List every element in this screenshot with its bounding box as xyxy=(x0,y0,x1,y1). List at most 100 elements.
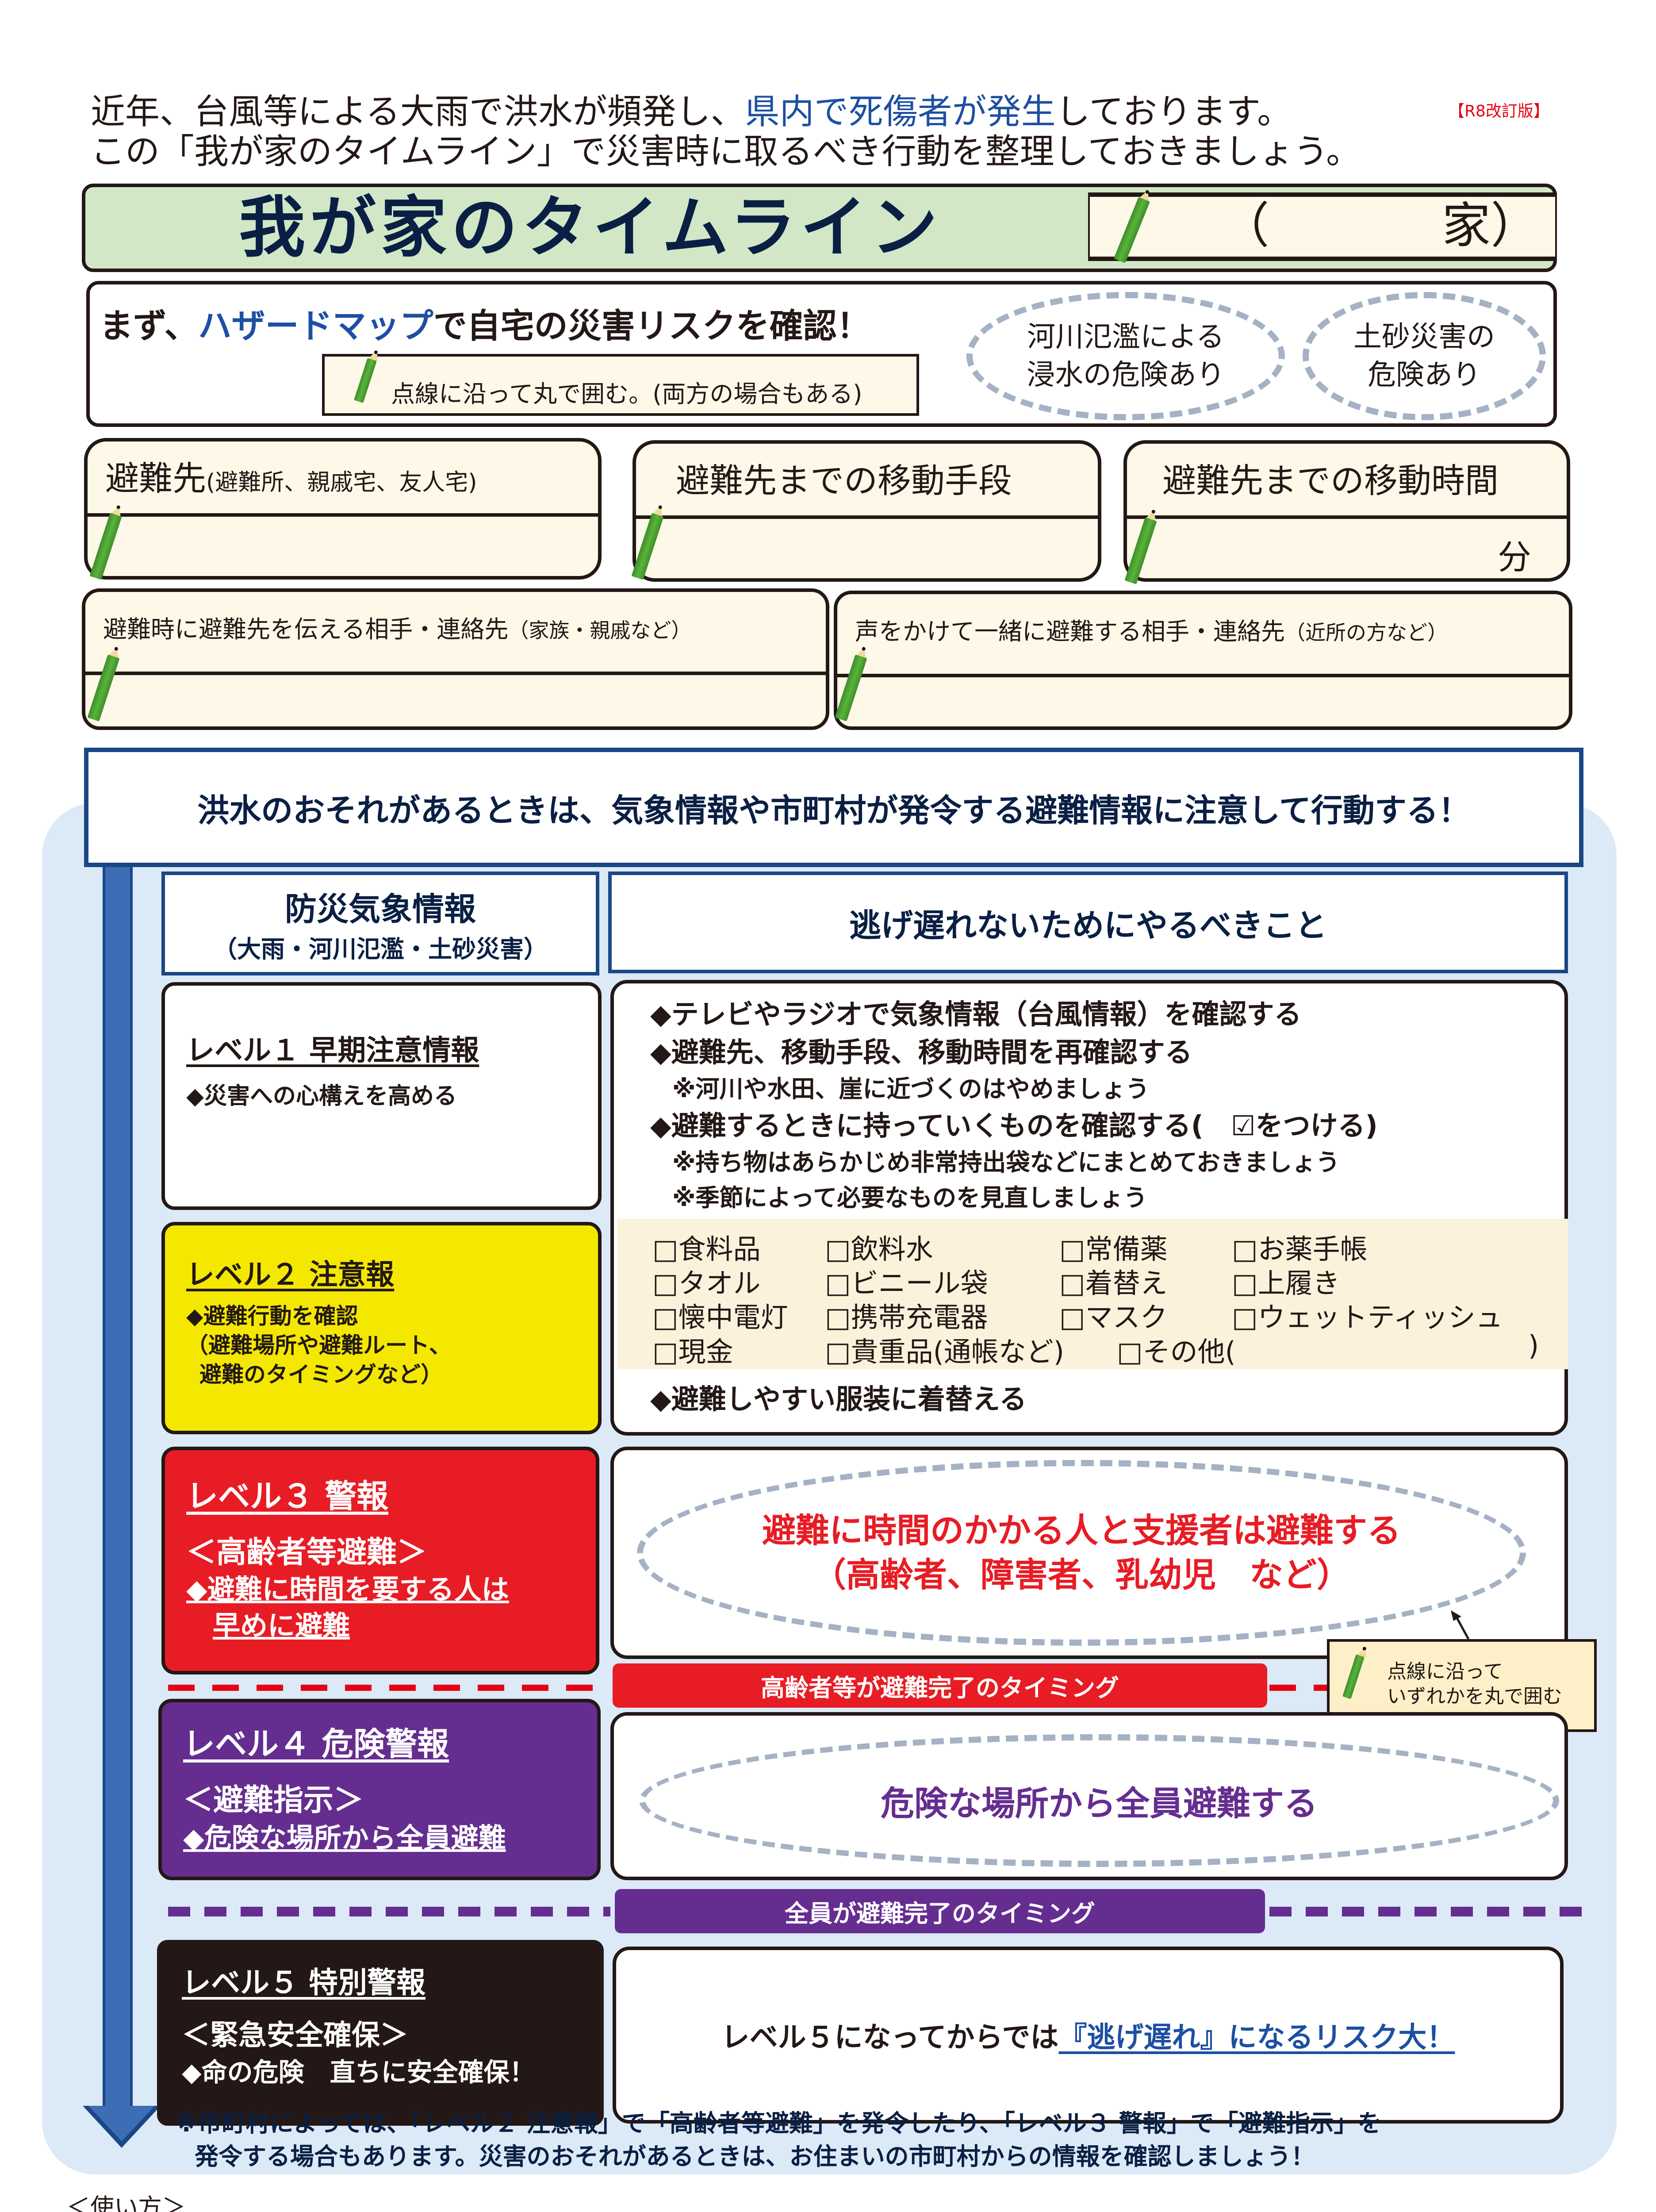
family-paren-open: （ xyxy=(1221,197,1269,254)
checklist-item[interactable]: □飲料水 xyxy=(825,1233,933,1265)
level-2-card: レベル２ 注意報 ◆避難行動を確認 （避難場所や避難ルート、 避難のタイミングな… xyxy=(161,1222,602,1434)
hazard-option-landslide[interactable]: 土砂災害の危険あり xyxy=(1303,292,1546,420)
checklist-item[interactable]: □上履き xyxy=(1232,1267,1340,1299)
checklist-item[interactable]: □携帯充電器 xyxy=(825,1301,988,1333)
callout-text: いずれかを丸で囲む xyxy=(1387,1685,1562,1708)
timeline-arrow-shaft xyxy=(103,867,133,2115)
level-title: レベル３ 警報 xyxy=(186,1478,389,1515)
level-body: 早めに避難 xyxy=(213,1609,350,1642)
level-3-action-option[interactable]: 避難に時間のかかる人と支援者は避難する （高齢者、障害者、乳幼児 など） xyxy=(637,1460,1526,1646)
action-item: ◆避難しやすい服装に着替える xyxy=(650,1383,1027,1415)
card-label: 避難時に避難先を伝える相手・連絡先 xyxy=(103,615,509,643)
column-title: 逃げ遅れないためにやるべきこと xyxy=(849,906,1327,944)
level-body: （避難場所や避難ルート、 xyxy=(186,1333,451,1358)
intro-line-1: 近年、台風等による大雨で洪水が頻発し、県内で死傷者が発生しております。 xyxy=(91,91,1292,133)
family-suffix: 家） xyxy=(1442,197,1539,254)
arrow-down-icon-inner xyxy=(88,2106,155,2141)
card-sublabel: （近所の方など） xyxy=(1285,621,1448,645)
option-text: 河川氾濫による xyxy=(1027,321,1225,353)
hazard-title: まず、ハザードマップで自宅の災害リスクを確認！ xyxy=(100,299,870,347)
card-label: 避難先までの移動手段 xyxy=(676,461,1012,500)
footnote-line: 発令する場合もあります。災害のおそれがあるときは、お住まいの市町村からの情報を確… xyxy=(195,2143,1315,2170)
card-header: 声をかけて一緒に避難する相手・連絡先（近所の方など） xyxy=(837,594,1569,677)
level-body: ◆災害への心構えを高める xyxy=(186,1083,457,1110)
card-evac-transport[interactable]: 避難先までの移動手段 xyxy=(632,440,1101,582)
level-body: ◆避難に時間を要する人は xyxy=(186,1573,509,1605)
timing-label-everyone: 全員が避難完了のタイミング xyxy=(615,1889,1265,1933)
hazard-map-highlight: ハザードマップ xyxy=(198,306,433,346)
card-header: 避難先までの移動時間 xyxy=(1127,444,1567,519)
level-body: 避難のタイミングなど） xyxy=(199,1362,443,1387)
level-subtitle: ＜避難指示＞ xyxy=(183,1783,364,1818)
intro-line-2: この「我が家のタイムライン」で災害時に取るべき行動を整理しておきましょう。 xyxy=(91,132,1361,172)
callout-text: 点線に沿って xyxy=(1387,1660,1503,1683)
card-header: 避難先までの移動手段 xyxy=(636,444,1098,519)
checklist-item[interactable]: □タオル xyxy=(652,1267,761,1299)
checklist-item[interactable]: □貴重品(通帳など) xyxy=(825,1336,1064,1368)
checklist-paren-close: ) xyxy=(1528,1329,1539,1362)
column-header-weather-info: 防災気象情報 （大雨・河川氾濫・土砂災害） xyxy=(161,872,599,975)
option-text: 浸水の危険あり xyxy=(1027,359,1225,392)
level-4-action-option[interactable]: 危険な場所から全員避難する xyxy=(639,1734,1559,1867)
column-header-actions: 逃げ遅れないためにやるべきこと xyxy=(608,872,1568,973)
level-body: ◆危険な場所から全員避難 xyxy=(183,1822,506,1854)
level-title: レベル２ 注意報 xyxy=(186,1259,395,1291)
level-3-card: レベル３ 警報 ＜高齢者等避難＞ ◆避難に時間を要する人は 早めに避難 xyxy=(161,1447,599,1674)
checklist-item[interactable]: □常備薬 xyxy=(1059,1233,1168,1265)
checklist-item[interactable]: □ウェットティッシュ xyxy=(1232,1301,1503,1333)
level-subtitle: ＜緊急安全確保＞ xyxy=(182,2019,408,2052)
level-body: ◆命の危険 直ちに安全確保！ xyxy=(182,2057,535,2087)
card-label: 避難先 xyxy=(105,459,206,498)
level-title: レベル５ 特別警報 xyxy=(182,1966,426,2000)
card-notify-contact[interactable]: 避難時に避難先を伝える相手・連絡先（家族・親戚など） xyxy=(82,588,829,730)
checklist-item[interactable]: □ビニール袋 xyxy=(825,1267,988,1299)
option-text: 危険あり xyxy=(1368,359,1481,392)
actions-list: ◆テレビやラジオで気象情報（台風情報）を確認する ◆避難先、移動手段、移動時間を… xyxy=(650,995,1378,1216)
action-risk-highlight: 『逃げ遅れ』になるリスク大！ xyxy=(1058,2021,1455,2054)
action-text: 避難に時間のかかる人と支援者は避難する xyxy=(762,1511,1401,1550)
footnote-line: ※市町村によっては、「レベル２ 注意報」で「高齢者等避難」を発令したり、「レベル… xyxy=(175,2109,1382,2137)
action-item: ◆避難するときに持っていくものを確認する( ☑をつける) xyxy=(650,1110,1378,1142)
column-subtitle: （大雨・河川氾濫・土砂災害） xyxy=(213,935,548,963)
level-4-card: レベル４ 危険警報 ＜避難指示＞ ◆危険な場所から全員避難 xyxy=(158,1699,601,1880)
action-text: 危険な場所から全員避難する xyxy=(881,1784,1318,1823)
level-title: レベル４ 危険警報 xyxy=(183,1725,449,1763)
timing-dashed-line xyxy=(168,1685,610,1691)
supplies-checklist: □食料品 □飲料水 □常備薬 □お薬手帳 □タオル □ビニール袋 □着替え □上… xyxy=(617,1219,1568,1369)
timing-dashed-line xyxy=(1269,1907,1588,1916)
checklist-item[interactable]: □お薬手帳 xyxy=(1232,1233,1368,1265)
level-subtitle: ＜高齢者等避難＞ xyxy=(186,1535,427,1570)
checklist-item[interactable]: □懐中電灯 xyxy=(652,1301,788,1333)
card-evac-destination[interactable]: 避難先(避難所、親戚宅、友人宅) xyxy=(84,438,602,580)
usage-title: ＜使い方＞ xyxy=(66,2193,186,2212)
action-note: ※持ち物はあらかじめ非常持出袋などにまとめておきましょう xyxy=(672,1148,1340,1176)
action-text: （高齢者、障害者、乳幼児 など） xyxy=(813,1555,1350,1594)
level-1-card: レベル１ 早期注意情報 ◆災害への心構えを高める xyxy=(161,982,602,1210)
card-evac-travel-time[interactable]: 避難先までの移動時間 分 xyxy=(1123,440,1570,582)
action-note: ※河川や水田、崖に近づくのはやめましょう xyxy=(672,1075,1150,1103)
option-text: 土砂災害の xyxy=(1353,321,1495,353)
hazard-instruction-note: 点線に沿って丸で囲む。(両方の場合もある) xyxy=(322,354,919,416)
actions-level-5: レベル５になってからでは『逃げ遅れ』になるリスク大！ xyxy=(613,1947,1564,2124)
revision-badge: 【R8改訂版】 xyxy=(1449,102,1549,120)
action-text: レベル５になってからでは xyxy=(721,2021,1059,2054)
action-note: ※季節によって必要なものを見直しましょう xyxy=(672,1184,1148,1212)
checklist-item[interactable]: □食料品 xyxy=(652,1233,761,1265)
checklist-item[interactable]: □現金 xyxy=(652,1336,733,1368)
card-header: 避難時に避難先を伝える相手・連絡先（家族・親戚など） xyxy=(85,592,826,675)
level-body: ◆避難行動を確認 xyxy=(186,1303,358,1329)
column-title: 防災気象情報 xyxy=(284,890,476,928)
hazard-title-text: で自宅の災害リスクを確認！ xyxy=(433,306,870,346)
timing-dashed-line xyxy=(1269,1685,1327,1691)
family-name-field[interactable] xyxy=(1088,192,1557,261)
card-header: 避難先(避難所、親戚宅、友人宅) xyxy=(88,442,598,517)
card-label: 声をかけて一緒に避難する相手・連絡先 xyxy=(855,618,1285,645)
hazard-option-flood[interactable]: 河川氾濫による浸水の危険あり xyxy=(966,292,1285,420)
action-item: ◆テレビやラジオで気象情報（台風情報）を確認する xyxy=(650,998,1302,1030)
intro-highlight: 県内で死傷者が発生 xyxy=(745,92,1056,132)
checklist-item[interactable]: □着替え xyxy=(1059,1267,1168,1299)
checklist-item[interactable]: □マスク xyxy=(1059,1301,1168,1333)
page-title: 我が家のタイムライン xyxy=(239,189,942,266)
card-neighbor-contact[interactable]: 声をかけて一緒に避難する相手・連絡先（近所の方など） xyxy=(834,591,1572,730)
checklist-item-other[interactable]: □その他( xyxy=(1117,1336,1236,1368)
